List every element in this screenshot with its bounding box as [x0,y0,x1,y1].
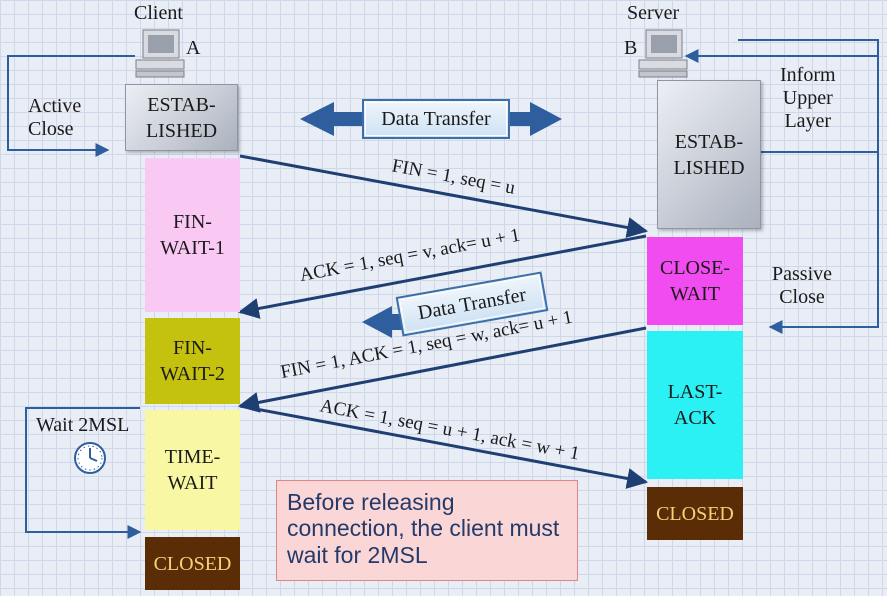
server-state-last-ack: LAST- ACK [647,331,743,479]
server-title: Server [627,2,680,24]
wait-2msl-path [25,407,142,539]
passive-close-label: Passive Close [772,263,832,308]
client-state-fin-wait-2: FIN- WAIT-2 [145,318,240,404]
fin-ack-arrow [237,326,647,413]
ack1-arrow [237,234,647,319]
client-title: Client [134,2,183,24]
client-state-closed: CLOSED [145,537,240,590]
wait-2msl-label: Wait 2MSL [36,414,130,436]
server-state-close-wait: CLOSE- WAIT [647,237,743,325]
data-transfer-top-label: Data Transfer [362,99,510,139]
passive-close-path [768,152,879,334]
server-id: B [624,37,638,59]
client-state-established: ESTAB- LISHED [125,84,238,151]
ack2-arrow [239,404,649,489]
fin-arrow [239,154,649,238]
note-box: Before releasing connection, the client … [276,480,578,581]
server-state-established: ESTAB- LISHED [657,80,761,229]
inform-upper-path [738,39,879,153]
active-close-label: Active Close [28,95,82,140]
inform-upper-layer-label: Inform Upper Layer [780,64,836,132]
client-state-time-wait: TIME- WAIT [145,410,240,530]
server-state-closed: CLOSED [647,487,743,540]
client-id: A [186,37,201,59]
active-close-path [7,55,135,157]
client-state-fin-wait-1: FIN- WAIT-1 [145,158,240,312]
